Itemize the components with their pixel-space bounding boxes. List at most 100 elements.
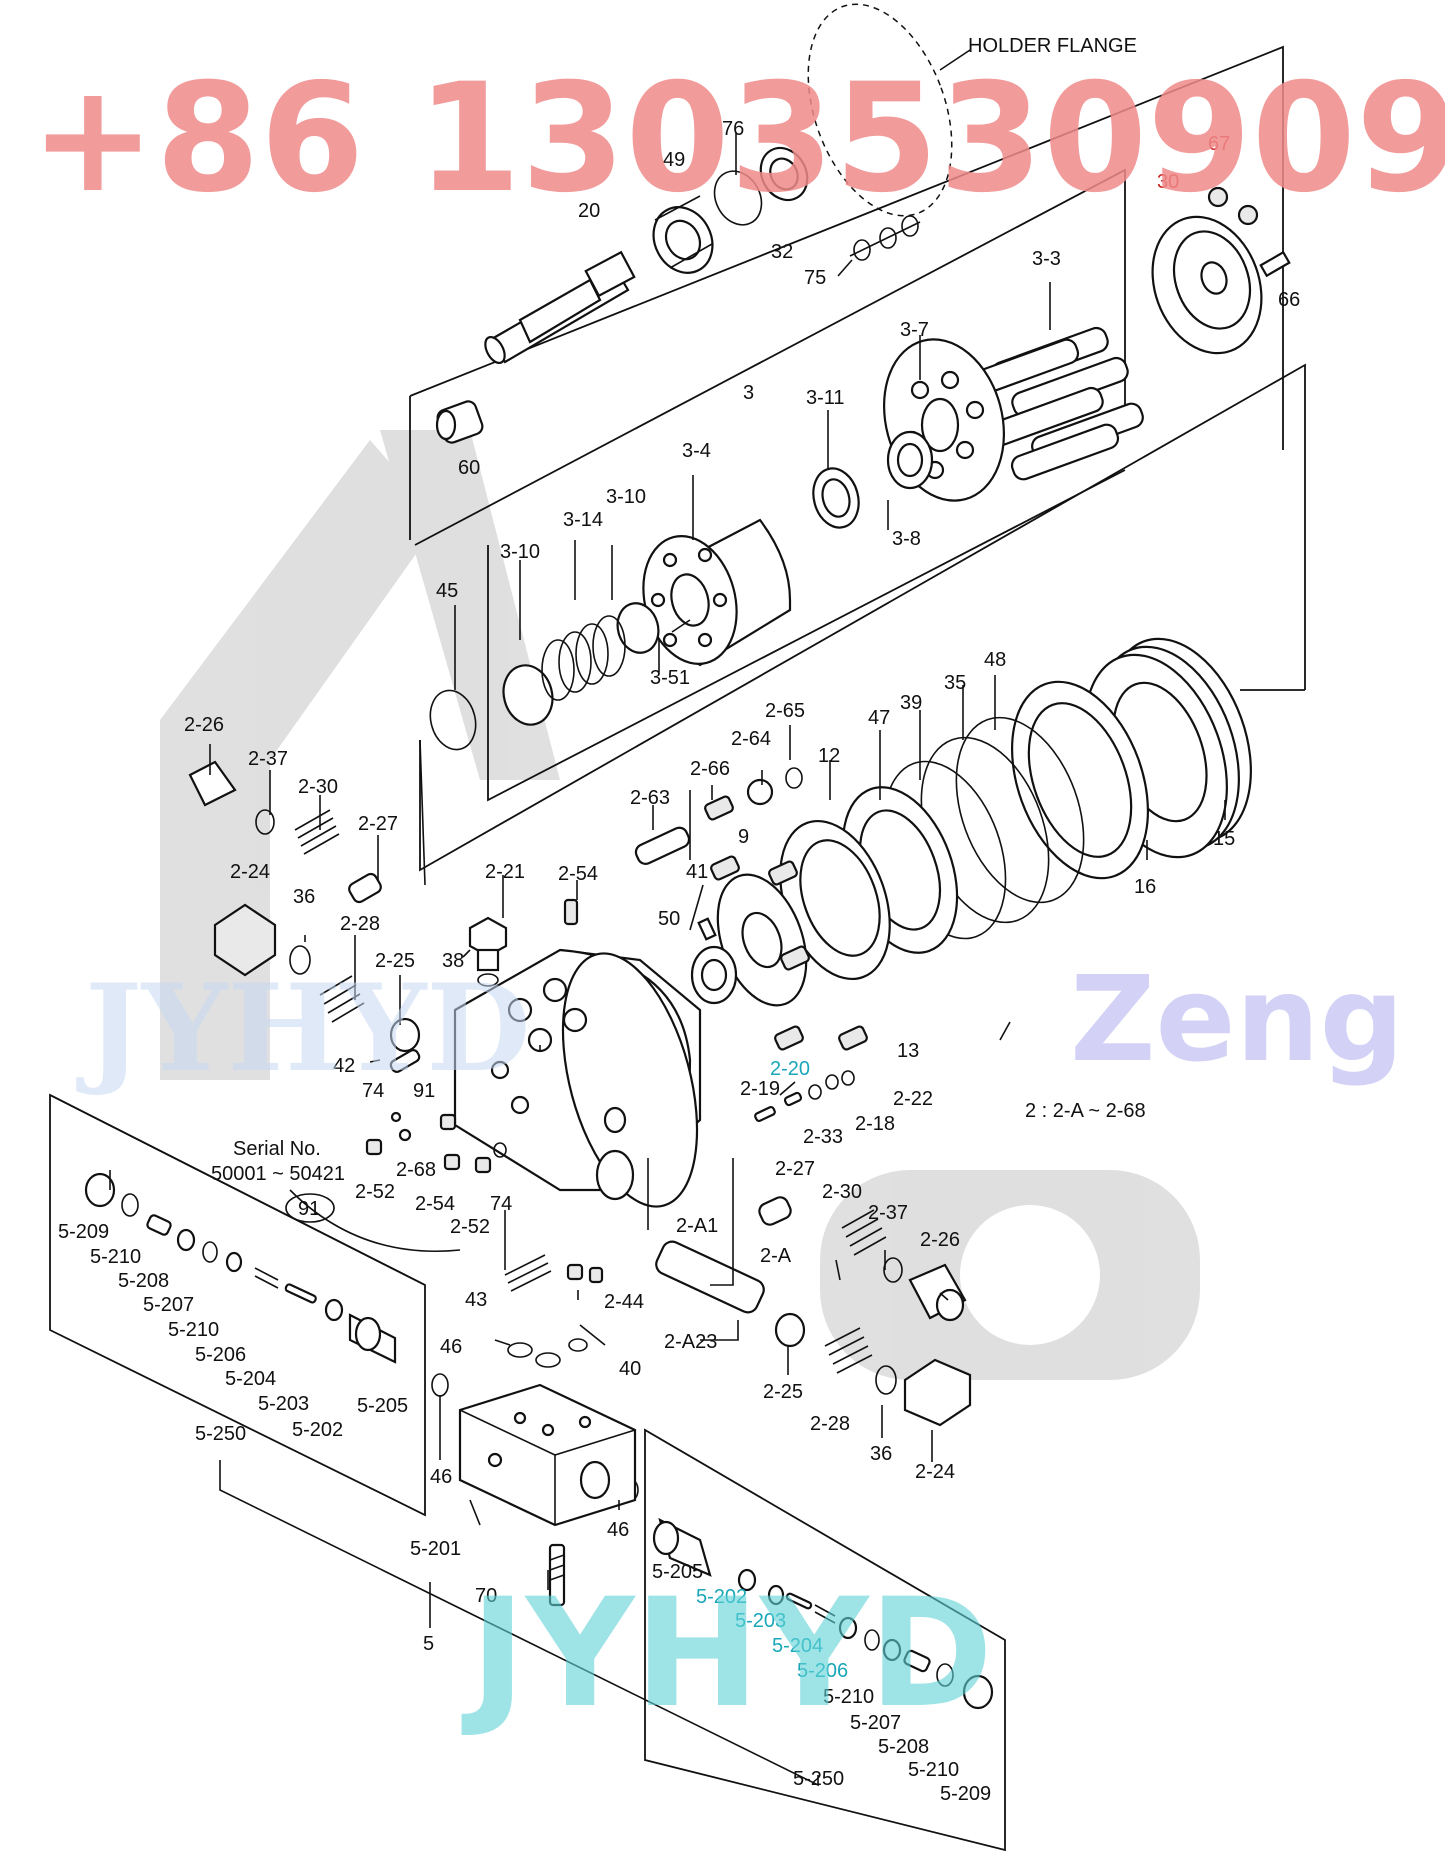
label-5-209-left: 5-209 [58, 1221, 109, 1243]
label-2-52-lower: 2-52 [450, 1216, 490, 1238]
valve-plate-9 [716, 873, 808, 1007]
assembly-frames [49, 45, 1306, 1852]
label-2-63: 2-63 [630, 787, 670, 809]
label-5-210-left-2: 5-210 [168, 1319, 219, 1341]
friction-plate-16 [1010, 680, 1150, 880]
label-2-28-upper: 2-28 [340, 913, 380, 935]
plugs-2-44 [566, 1263, 604, 1284]
label-2-group-note: 2 : 2-A ~ 2-68 [1025, 1100, 1146, 1122]
label-2-30-lower: 2-30 [822, 1181, 862, 1203]
valve-cartridge-left [84, 1172, 397, 1364]
label-39: 39 [900, 692, 922, 714]
label-32: 32 [771, 241, 793, 263]
label-46-right: 46 [607, 1519, 629, 1541]
label-2-28-lower: 2-28 [810, 1413, 850, 1435]
label-2-44: 2-44 [604, 1291, 644, 1313]
label-holder-flange: HOLDER FLANGE [968, 35, 1137, 57]
spool-2-A [655, 1240, 765, 1314]
label-2-25-lower: 2-25 [763, 1381, 803, 1403]
label-5-204-left: 5-204 [225, 1368, 276, 1390]
label-35: 35 [944, 672, 966, 694]
holder-flange-outline [807, 3, 971, 217]
watermark-jyhyd-bottom: JYHYD [461, 1567, 993, 1741]
label-2-64: 2-64 [731, 728, 771, 750]
label-3-11: 3-11 [806, 387, 845, 409]
relief-valve-right-lower [758, 1196, 972, 1427]
label-5-206-right: 5-206 [797, 1660, 848, 1682]
label-5-210-right-2: 5-210 [908, 1759, 959, 1781]
label-5-208-left: 5-208 [118, 1270, 169, 1292]
label-46-left: 46 [430, 1466, 452, 1488]
bolt-70 [548, 1543, 566, 1607]
o-ring-48 [955, 716, 1085, 904]
o-ring-38 [477, 973, 499, 987]
label-2-20: 2-20 [770, 1058, 810, 1080]
pin-66 [1259, 250, 1291, 278]
set-screw-2-54-top [563, 898, 579, 926]
label-3: 3 [743, 382, 754, 404]
label-2-21: 2-21 [485, 861, 525, 883]
label-3-8: 3-8 [892, 528, 921, 550]
label-2-26-upper: 2-26 [184, 714, 224, 736]
pin-41 [697, 917, 717, 941]
label-9: 9 [738, 826, 749, 848]
plug-2-21 [468, 916, 508, 972]
label-74-lower: 74 [490, 1193, 512, 1215]
label-2-54-lower: 2-54 [415, 1193, 455, 1215]
label-75: 75 [804, 267, 826, 289]
label-serial-ref: 91 [298, 1198, 320, 1220]
label-serial-no: Serial No. [233, 1138, 321, 1160]
label-2-30-upper: 2-30 [298, 776, 338, 798]
label-3-51: 3-51 [650, 667, 690, 689]
label-2-68: 2-68 [396, 1159, 436, 1181]
label-2-54-upper: 2-54 [558, 863, 598, 885]
label-2-A23: 2-A23 [664, 1331, 717, 1353]
main-housing-2 [453, 948, 702, 1208]
watermark-zeng: Zeng [1070, 950, 1404, 1088]
label-43: 43 [465, 1289, 487, 1311]
label-67: 67 [1208, 133, 1230, 155]
label-serial-range: 50001 ~ 50421 [211, 1163, 345, 1185]
label-15: 15 [1213, 828, 1235, 850]
label-2-25-upper: 2-25 [375, 950, 415, 972]
label-2-24-upper: 2-24 [230, 861, 270, 883]
label-5-210-right-1: 5-210 [823, 1686, 874, 1708]
label-66: 66 [1278, 289, 1300, 311]
label-40: 40 [619, 1358, 641, 1380]
spring-3-14 [541, 615, 626, 701]
piston-set-3-3 [970, 326, 1144, 481]
label-5-210-left-1: 5-210 [90, 1246, 141, 1268]
retainer-plate-3-7 [882, 338, 1006, 502]
label-3-7: 3-7 [900, 319, 929, 341]
label-5-205-left: 5-205 [357, 1395, 408, 1417]
label-5: 5 [423, 1633, 434, 1655]
shaft-20 [484, 250, 636, 365]
label-5-207-left: 5-207 [143, 1294, 194, 1316]
label-5-202-left: 5-202 [292, 1419, 343, 1441]
bearing-50 [690, 945, 738, 1005]
label-74-upper: 74 [362, 1080, 384, 1102]
label-3-3: 3-3 [1032, 248, 1061, 270]
watermark-jyhyd-middle: JYHYD [76, 958, 531, 1099]
label-5-207-right: 5-207 [850, 1712, 901, 1734]
washers-3-10 [502, 602, 660, 726]
label-2-33: 2-33 [803, 1126, 843, 1148]
text-watermarks: JYHYD Zeng JYHYD +86 13035309093 [30, 52, 1445, 1741]
label-60: 60 [458, 457, 480, 479]
label-2-19: 2-19 [740, 1078, 780, 1100]
label-5-204-right: 5-204 [772, 1635, 823, 1657]
label-5-206-left: 5-206 [195, 1344, 246, 1366]
label-5-202-right: 5-202 [696, 1586, 747, 1608]
label-2-27-upper: 2-27 [358, 813, 398, 835]
o-rings-75 [849, 215, 921, 261]
label-70: 70 [475, 1585, 497, 1607]
ring-12 [779, 819, 891, 981]
label-5-203-right: 5-203 [735, 1610, 786, 1632]
label-5-209-right: 5-209 [940, 1783, 991, 1805]
fittings-74-91-2-68-2-52 [365, 1111, 507, 1174]
label-2-18: 2-18 [855, 1113, 895, 1135]
label-3-10-top: 3-10 [606, 486, 646, 508]
label-2-26-lower: 2-26 [920, 1229, 960, 1251]
label-5-203-left: 5-203 [258, 1393, 309, 1415]
